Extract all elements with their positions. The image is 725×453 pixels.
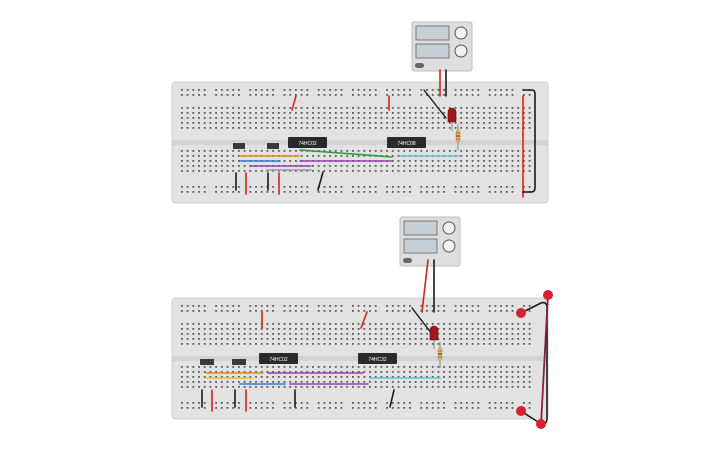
dip-switch[interactable] (233, 143, 245, 149)
wire-red (421, 259, 429, 313)
chip-74hc32-bottom: 74HC32 (358, 353, 397, 364)
wires-top (235, 69, 536, 198)
resistor-bottom (437, 342, 443, 368)
resistor-top (455, 124, 461, 150)
chip-label: 74HC32 (368, 357, 387, 363)
dip-switch[interactable] (232, 359, 246, 365)
chip-label: 74HC02 (269, 357, 288, 363)
circuit-bottom: 74HC02 74HC32 (171, 216, 553, 429)
wire-red (360, 311, 368, 329)
wire-black (411, 307, 433, 335)
chip-label: 74HC02 (298, 141, 317, 147)
wire-endpoint[interactable] (543, 290, 553, 300)
wire-black (317, 171, 324, 191)
chip-74hc02-top: 74HC02 (288, 137, 327, 148)
wire-black (522, 89, 536, 193)
power-supply-bottom[interactable] (399, 216, 461, 267)
dip-switch[interactable] (200, 359, 214, 365)
wire-black (423, 89, 447, 119)
breadboard-top (171, 81, 549, 204)
chip-74hc02-bottom: 74HC02 (259, 353, 298, 364)
power-supply-top[interactable] (411, 21, 473, 72)
wire-endpoint[interactable] (516, 406, 526, 416)
wire-black (389, 389, 395, 408)
led-top[interactable] (447, 107, 457, 131)
circuit-top: 74HC02 74HC08 (171, 21, 549, 204)
wire-red (291, 95, 297, 111)
wire-endpoint[interactable] (516, 308, 526, 318)
wires-bottom (201, 259, 549, 425)
wire-green (299, 149, 393, 158)
breadboard-holes-bottom (181, 305, 531, 409)
wire-endpoint[interactable] (536, 419, 546, 429)
dip-switch[interactable] (267, 143, 279, 149)
led-bottom[interactable] (429, 325, 439, 349)
chip-label: 74HC08 (397, 141, 416, 147)
chip-74hc08-top: 74HC08 (387, 137, 426, 148)
wire-loop (540, 294, 549, 425)
